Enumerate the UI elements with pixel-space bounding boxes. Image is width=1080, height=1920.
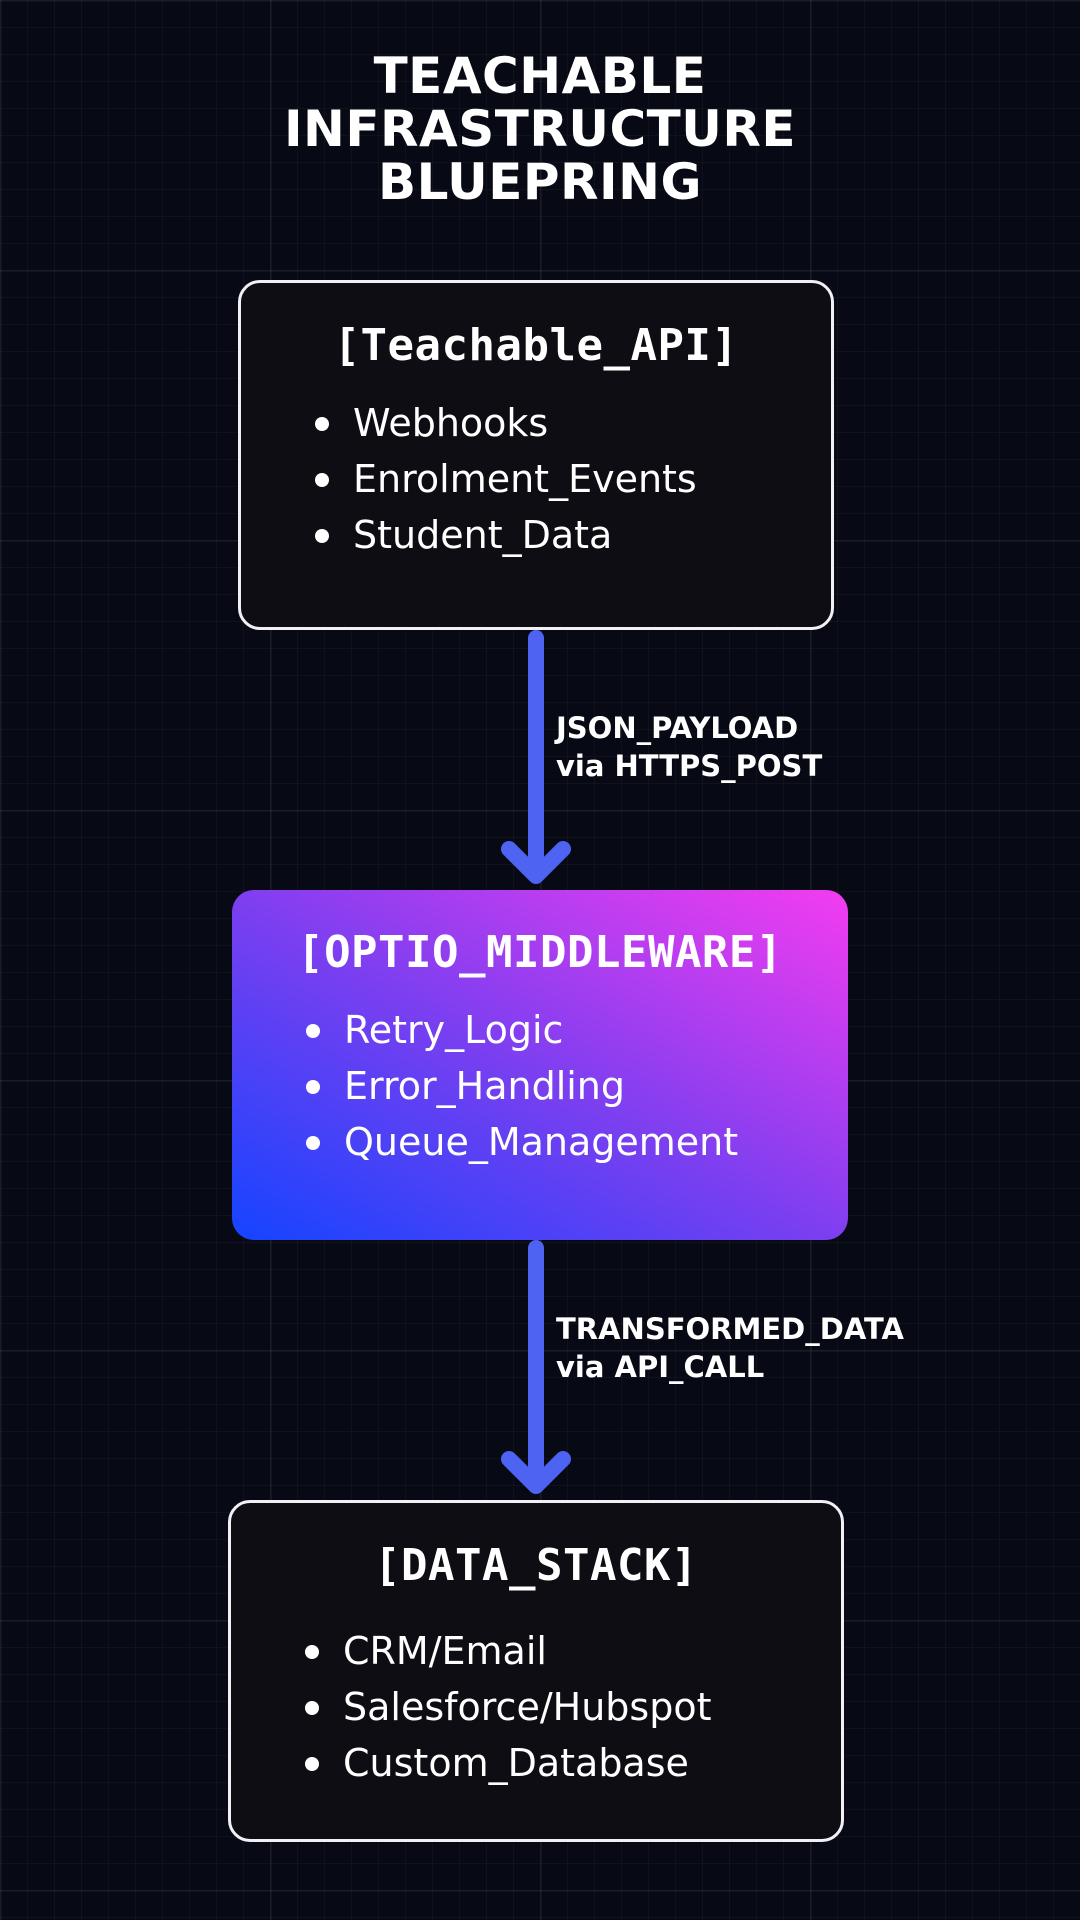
node-optio-middleware-list: Retry_Logic Error_Handling Queue_Managem… xyxy=(232,1002,848,1170)
edge-label-line: via HTTPS_POST xyxy=(556,749,823,783)
node-teachable-api-title: [Teachable_API] xyxy=(333,320,739,371)
title-line-1: TEACHABLE xyxy=(373,47,707,105)
bullet-icon xyxy=(306,1024,320,1038)
node-teachable-api-list: Webhooks Enrolment_Events Student_Data xyxy=(241,395,831,563)
diagram-title: TEACHABLE INFRASTRUCTURE BLUEPRING xyxy=(0,50,1080,209)
node-optio-middleware: [OPTIO_MIDDLEWARE] Retry_Logic Error_Han… xyxy=(232,890,848,1240)
list-item-label: Webhooks xyxy=(353,401,549,445)
list-item: Queue_Management xyxy=(232,1114,848,1170)
list-item: Error_Handling xyxy=(232,1058,848,1114)
list-item: Student_Data xyxy=(241,507,831,563)
list-item-label: Queue_Management xyxy=(344,1120,739,1164)
list-item-label: CRM/Email xyxy=(343,1629,547,1673)
arrow-head-icon xyxy=(501,1451,571,1494)
node-data-stack-title: [DATA_STACK] xyxy=(374,1540,698,1591)
list-item: Salesforce/Hubspot xyxy=(231,1679,841,1735)
edge-label-line: JSON_PAYLOAD xyxy=(556,711,799,745)
list-item: Custom_Database xyxy=(231,1735,841,1791)
list-item: CRM/Email xyxy=(231,1623,841,1679)
bullet-icon xyxy=(305,1757,319,1771)
edge-label-transformed-data: TRANSFORMED_DATA via API_CALL xyxy=(556,1310,904,1386)
list-item-label: Salesforce/Hubspot xyxy=(343,1685,712,1729)
bullet-icon xyxy=(305,1701,319,1715)
arrow-head-icon xyxy=(501,841,571,884)
list-item-label: Custom_Database xyxy=(343,1741,689,1785)
list-item-label: Error_Handling xyxy=(344,1064,626,1108)
node-optio-middleware-title: [OPTIO_MIDDLEWARE] xyxy=(297,927,783,978)
list-item: Webhooks xyxy=(241,395,831,451)
edge-label-line: TRANSFORMED_DATA xyxy=(556,1312,904,1346)
list-item-label: Retry_Logic xyxy=(344,1008,564,1052)
list-item: Retry_Logic xyxy=(232,1002,848,1058)
node-teachable-api: [Teachable_API] Webhooks Enrolment_Event… xyxy=(238,280,834,630)
node-data-stack-list: CRM/Email Salesforce/Hubspot Custom_Data… xyxy=(231,1623,841,1791)
list-item-label: Enrolment_Events xyxy=(353,457,697,501)
arrow-api-to-middleware xyxy=(501,630,571,884)
node-data-stack: [DATA_STACK] CRM/Email Salesforce/Hubspo… xyxy=(228,1500,844,1842)
bullet-icon xyxy=(306,1080,320,1094)
title-line-3: BLUEPRING xyxy=(377,153,703,211)
edge-label-json-payload: JSON_PAYLOAD via HTTPS_POST xyxy=(556,709,822,785)
list-item: Enrolment_Events xyxy=(241,451,831,507)
bullet-icon xyxy=(315,473,329,487)
bullet-icon xyxy=(305,1645,319,1659)
arrow-middleware-to-datastack xyxy=(501,1240,571,1494)
title-line-2: INFRASTRUCTURE xyxy=(283,100,797,158)
bullet-icon xyxy=(315,529,329,543)
edge-label-line: via API_CALL xyxy=(556,1350,765,1384)
list-item-label: Student_Data xyxy=(353,513,613,557)
bullet-icon xyxy=(306,1136,320,1150)
bullet-icon xyxy=(315,417,329,431)
